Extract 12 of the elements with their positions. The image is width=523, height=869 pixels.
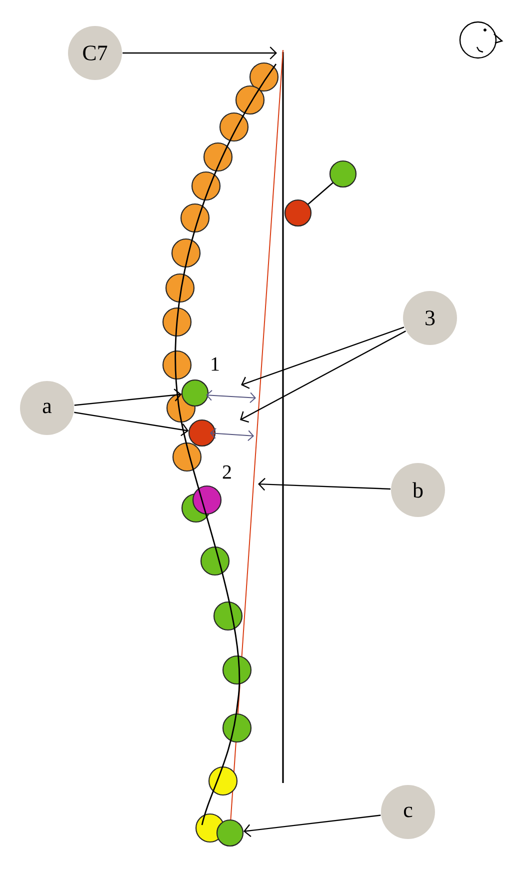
leader-line — [122, 46, 277, 60]
vertebra-circle — [188, 419, 216, 447]
part-number: 1 — [212, 357, 219, 371]
part-number: 2 — [222, 465, 231, 479]
leader-line — [241, 326, 404, 389]
leader-line — [258, 478, 390, 491]
leader-line — [243, 814, 381, 838]
leader-line — [74, 388, 182, 406]
vertebra-circle — [181, 379, 209, 407]
leader-line — [74, 412, 189, 436]
leader-line — [240, 330, 406, 423]
vertebra-circle — [216, 819, 244, 847]
